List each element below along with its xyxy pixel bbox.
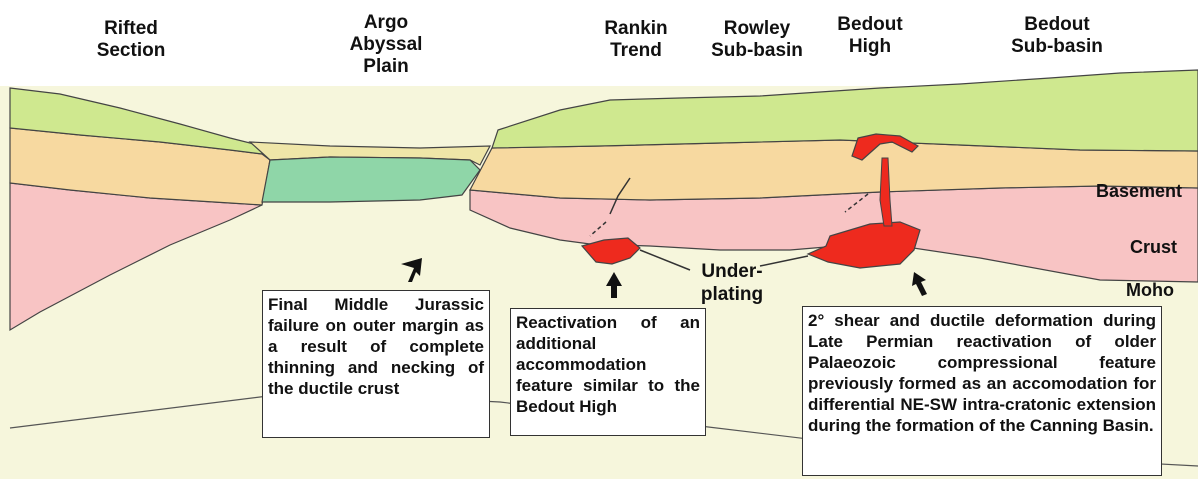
heading-rifted-section: Rifted Section <box>76 18 186 62</box>
note-shear-deformation: 2° shear and ductile deformation during … <box>802 306 1162 476</box>
heading-bedout-high: Bedout High <box>822 14 918 58</box>
oceanic-crust-lens <box>262 157 480 202</box>
underplating-label: Under- plating <box>682 260 782 306</box>
heading-argo-abyssal-plain: Argo Abyssal Plain <box>336 12 436 78</box>
basement-label: Basement <box>1096 181 1182 202</box>
moho-label: Moho <box>1126 280 1174 301</box>
heading-rankin-trend: Rankin Trend <box>588 18 684 62</box>
heading-bedout-sub-basin: Bedout Sub-basin <box>994 14 1120 58</box>
crust-label: Crust <box>1130 237 1177 258</box>
note-reactivation: Reactivation of an additional accommodat… <box>510 308 706 436</box>
note-jurassic-failure: Final Middle Jurassic failure on outer m… <box>262 290 490 438</box>
heading-rowley-sub-basin: Rowley Sub-basin <box>694 18 820 62</box>
